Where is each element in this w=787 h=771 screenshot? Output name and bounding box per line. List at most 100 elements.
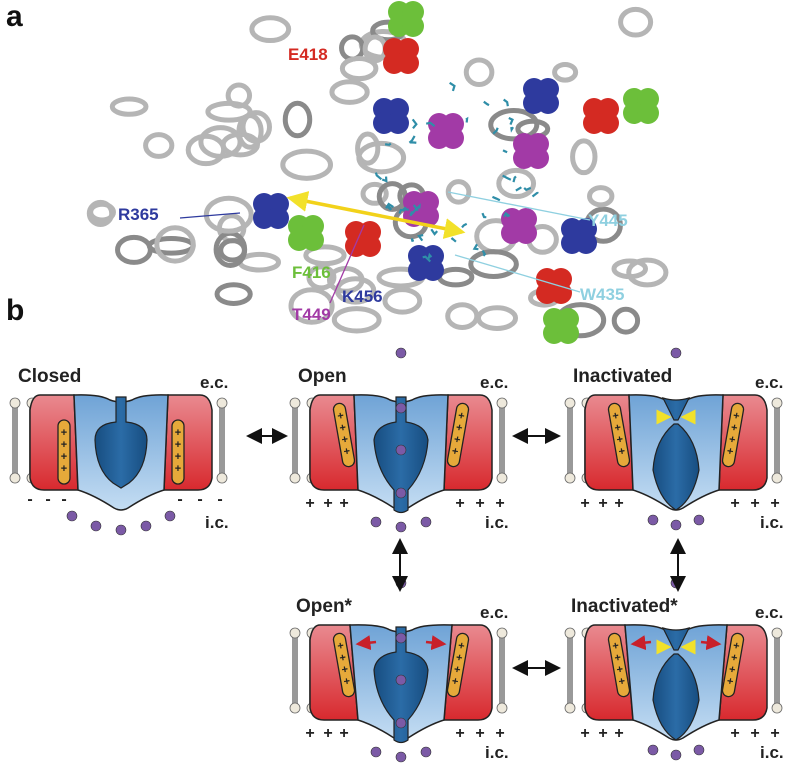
residue-sphere <box>267 207 289 229</box>
helix-ribbon <box>618 6 654 38</box>
state-title: Open* <box>296 596 353 617</box>
sidechain-stick <box>503 212 507 218</box>
svg-text:+: + <box>455 422 463 435</box>
helix-ribbon <box>488 108 540 142</box>
intracellular-label: i.c. <box>760 743 784 762</box>
svg-text:+: + <box>339 652 347 665</box>
membrane-charge: + <box>598 725 607 742</box>
sidechain-stick <box>491 195 501 202</box>
membrane-charge: + <box>305 495 314 512</box>
sidechain-stick <box>384 142 392 146</box>
helix-ribbon <box>240 110 272 144</box>
s4-sensor-helix: ++++ <box>446 632 470 698</box>
helix-ribbon <box>237 251 281 273</box>
ion <box>66 510 78 522</box>
helix-ribbon <box>154 225 196 264</box>
sidechain-stick <box>483 100 490 107</box>
svg-text:+: + <box>339 422 347 435</box>
svg-text:+: + <box>618 675 626 688</box>
ion <box>395 521 407 533</box>
helix-ribbon <box>445 302 480 330</box>
membrane-charge: + <box>455 725 464 742</box>
extracellular-label: e.c. <box>755 373 783 392</box>
helix-ribbon <box>88 201 116 223</box>
voltage-sensor-domain-left <box>29 394 79 491</box>
residue-sphere <box>550 282 572 304</box>
inactivation-gate <box>652 397 700 511</box>
helix-ribbon <box>437 266 475 288</box>
ion <box>693 744 705 756</box>
sidechain-stick <box>417 233 424 242</box>
closed-pore <box>94 396 148 489</box>
sidechain-stick <box>502 174 512 181</box>
extracellular-label: e.c. <box>480 603 508 622</box>
membrane-charge: + <box>475 725 484 742</box>
s4-sensor-helix: ++++ <box>607 632 631 698</box>
svg-text:+: + <box>175 427 181 439</box>
residue-sphere <box>387 112 409 134</box>
ion <box>420 746 432 758</box>
sidechain-stick <box>381 176 388 183</box>
membrane-charge: + <box>455 495 464 512</box>
svg-text:+: + <box>61 427 67 439</box>
svg-text:+: + <box>336 640 344 653</box>
membrane-charge: + <box>323 495 332 512</box>
helix-ribbon <box>282 100 313 139</box>
membrane-charge: + <box>580 725 589 742</box>
membrane-charge: + <box>730 725 739 742</box>
membrane-charge: + <box>305 725 314 742</box>
state-title: Inactivated* <box>571 596 678 617</box>
ion <box>140 520 152 532</box>
membrane-charge: + <box>580 495 589 512</box>
extracellular-label: e.c. <box>480 373 508 392</box>
helix-ribbon <box>331 306 382 334</box>
residue-sphere <box>402 15 424 37</box>
helix-ribbon <box>306 264 337 291</box>
svg-text:+: + <box>616 663 624 676</box>
s4-sensor-helix: ++++ <box>57 419 71 485</box>
helix-ribbon <box>143 132 175 159</box>
svg-text:+: + <box>343 675 351 688</box>
svg-text:+: + <box>728 663 736 676</box>
helix-ribbon <box>355 131 381 166</box>
helix-ribbon <box>334 276 377 305</box>
svg-text:+: + <box>726 675 734 688</box>
sidechain-stick <box>523 186 532 192</box>
ion <box>670 519 682 531</box>
svg-text:+: + <box>453 433 461 446</box>
sidechain-stick <box>425 121 436 128</box>
ion <box>647 514 659 526</box>
membrane-charge: + <box>750 495 759 512</box>
sidechain-stick <box>374 172 383 181</box>
helix-ribbon <box>249 15 292 44</box>
ion <box>693 514 705 526</box>
transition-arrows <box>246 428 686 676</box>
helix-ribbon <box>225 82 253 109</box>
membrane-charge: + <box>770 725 779 742</box>
sidechain-stick <box>510 126 514 133</box>
sidechain-stick <box>461 222 468 229</box>
residue-label-t449: T449 <box>292 305 331 324</box>
channel-state-open-star: Open*e.c.i.c.++++++++++++++ <box>289 577 509 763</box>
helix-ribbon <box>109 96 149 117</box>
membrane-charge: - <box>177 491 182 508</box>
residue-label-w435: W435 <box>580 285 624 304</box>
sidechain-stick <box>411 118 418 130</box>
ion <box>395 444 407 456</box>
svg-text:+: + <box>614 652 622 665</box>
helix-ribbon <box>115 234 153 265</box>
membrane-charge: + <box>598 495 607 512</box>
ion <box>647 744 659 756</box>
sidechain-stick <box>422 255 432 263</box>
sidechain-stick <box>492 127 499 135</box>
svg-text:+: + <box>732 640 740 653</box>
ion <box>670 347 682 359</box>
membrane-charge: + <box>730 495 739 512</box>
helix-ribbon <box>587 185 615 208</box>
s4-sensor-helix: ++++ <box>171 419 185 485</box>
sidechain-stick <box>512 175 517 183</box>
helix-ribbon <box>214 282 253 306</box>
svg-text:+: + <box>343 445 351 458</box>
